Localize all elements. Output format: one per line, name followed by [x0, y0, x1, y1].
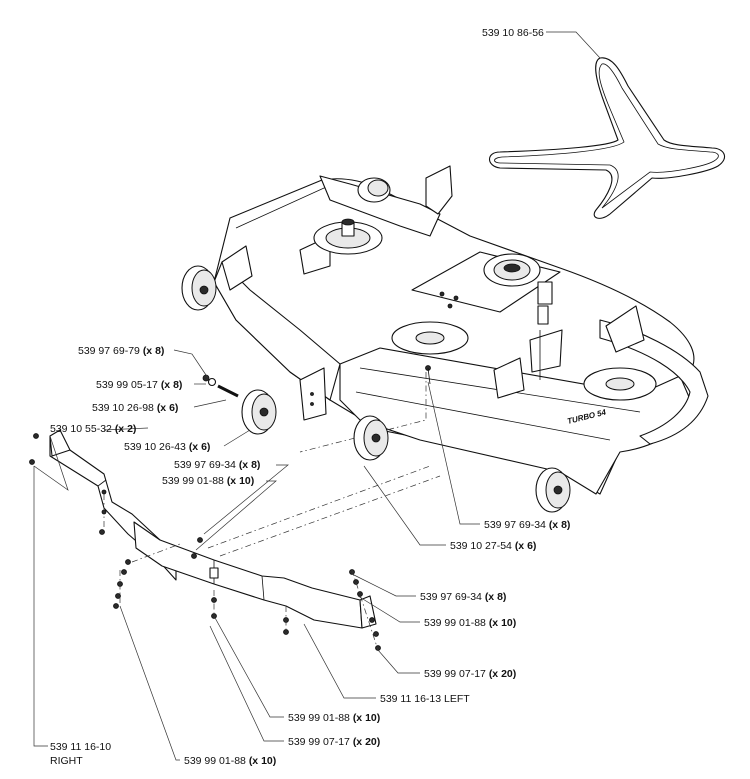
wheel-rear-left: [181, 265, 217, 311]
wheel-rear-right: [357, 177, 391, 203]
deck-wheels: [181, 177, 571, 513]
mower-deck: TURBO 54: [213, 165, 709, 495]
callout-16-sub: RIGHT: [50, 755, 83, 767]
callout-10: 539 97 69-34 (x 8): [420, 591, 506, 603]
callout-15: 539 99 07-17 (x 20): [288, 736, 380, 748]
baffle-hardware: [29, 365, 431, 651]
callout-7: 539 99 01-88 (x 10): [162, 475, 254, 487]
drive-belt: [488, 57, 726, 219]
wheel-axle-bolt: [202, 374, 239, 398]
callout-16: 539 11 16-10: [50, 741, 111, 753]
callout-1: 539 97 69-79 (x 8): [78, 345, 164, 357]
callout-17: 539 99 01-88 (x 10): [184, 755, 276, 767]
callout-6: 539 97 69-34 (x 8): [174, 459, 260, 471]
leader-lines: [33, 31, 601, 761]
callout-11: 539 99 01-88 (x 10): [424, 617, 516, 629]
assembly-lines: [103, 465, 441, 651]
wheel-front-left: [241, 389, 277, 435]
callout-labels: 539 10 86-56 539 97 69-79 (x 8) 539 99 0…: [50, 27, 570, 767]
callout-13: 539 11 16-13 LEFT: [380, 693, 470, 705]
callout-3: 539 10 26-98 (x 6): [92, 402, 178, 414]
callout-9: 539 10 27-54 (x 6): [450, 540, 536, 552]
callout-4: 539 10 55-32 (x 2): [50, 423, 136, 435]
callout-8: 539 97 69-34 (x 8): [484, 519, 570, 531]
callout-12: 539 99 07-17 (x 20): [424, 668, 516, 680]
wheel-front-right: [535, 467, 571, 513]
wheel-front-mid: [353, 415, 389, 461]
callout-5: 539 10 26-43 (x 6): [124, 441, 210, 453]
callout-14: 539 99 01-88 (x 10): [288, 712, 380, 724]
callout-2: 539 99 05-17 (x 8): [96, 379, 182, 391]
baffle-left: [133, 521, 377, 629]
callout-0: 539 10 86-56: [482, 27, 544, 39]
